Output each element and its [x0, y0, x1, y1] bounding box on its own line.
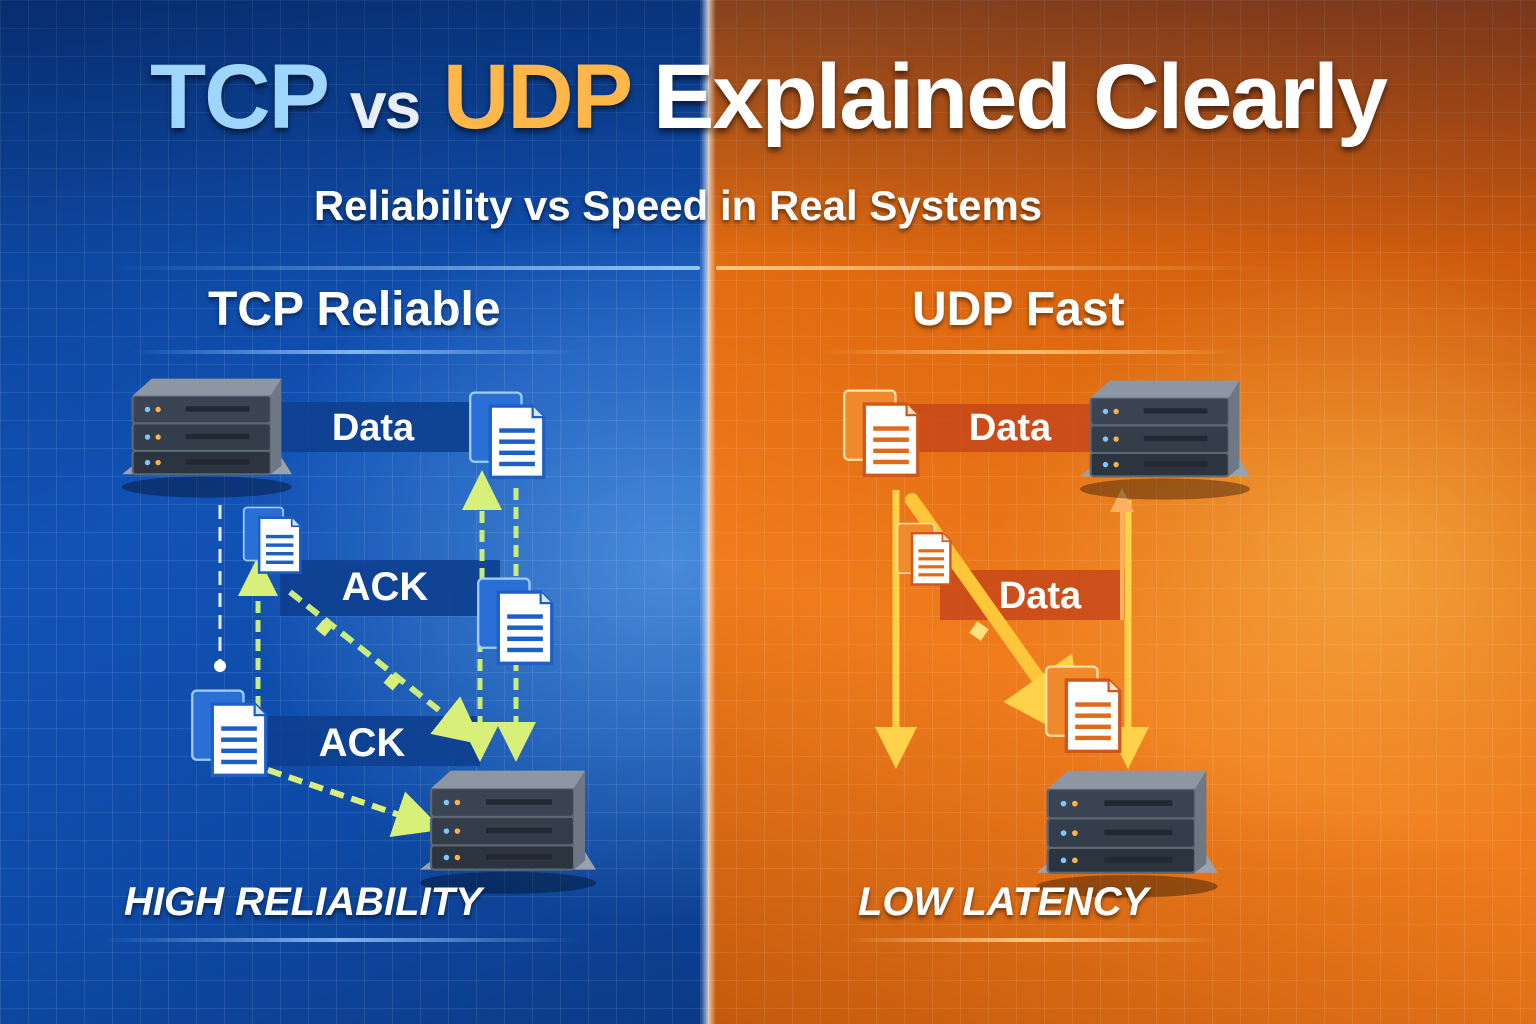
tcp-document-icon-1 [468, 390, 546, 480]
tcp-dashed-end [214, 660, 226, 672]
tcp-diagonal-arrow [288, 589, 483, 745]
udp-heading-rule [820, 350, 1240, 354]
center-divider [700, 0, 716, 1024]
tcp-label-ack-1: ACK [342, 565, 429, 609]
tcp-caption-rule [100, 938, 580, 942]
udp-folder-icon [896, 522, 952, 586]
tcp-heading: TCP Reliable [208, 283, 501, 336]
udp-caption: LOW LATENCY [858, 880, 1149, 924]
tcp-folder-icon [242, 506, 302, 574]
tcp-heading-rule [130, 350, 580, 354]
udp-background [708, 0, 1536, 1024]
title-rest: Explained Clearly [653, 46, 1388, 148]
tcp-server-top-icon [122, 377, 292, 499]
tcp-background [0, 0, 708, 1024]
tcp-ack-bar-1 [280, 560, 500, 616]
tcp-server-bottom-icon [418, 769, 598, 895]
tcp-document-icon-2 [476, 576, 554, 666]
udp-server-top-icon [1080, 379, 1250, 501]
udp-heading: UDP Fast [912, 283, 1125, 336]
subtitle: Reliability vs Speed in Real Systems [313, 182, 1043, 229]
tcp-label-data: Data [332, 407, 415, 449]
udp-label-data-1: Data [969, 407, 1052, 449]
title-tcp: TCP [149, 46, 328, 148]
tcp-top-rule [110, 266, 700, 270]
tcp-data-bar [245, 402, 475, 452]
udp-top-rule [716, 266, 1276, 270]
udp-label-data-2: Data [999, 575, 1082, 617]
page-title: TCP vs UDP Explained Clearly [0, 42, 1536, 160]
header-band [0, 0, 1536, 260]
tcp-bottom-arrow [267, 767, 443, 837]
tcp-label-ack-2: ACK [319, 721, 406, 765]
udp-server-bottom-icon [1035, 769, 1219, 899]
title-vs: vs [349, 68, 421, 142]
udp-data-bar-1 [900, 404, 1115, 452]
udp-caption-rule [840, 938, 1220, 942]
tcp-document-icon-3 [190, 688, 268, 778]
tcp-caption: HIGH RELIABILITY [124, 880, 482, 924]
udp-document-icon-2 [1044, 664, 1122, 754]
udp-document-icon-1 [842, 388, 920, 478]
title-udp: UDP [442, 46, 632, 148]
